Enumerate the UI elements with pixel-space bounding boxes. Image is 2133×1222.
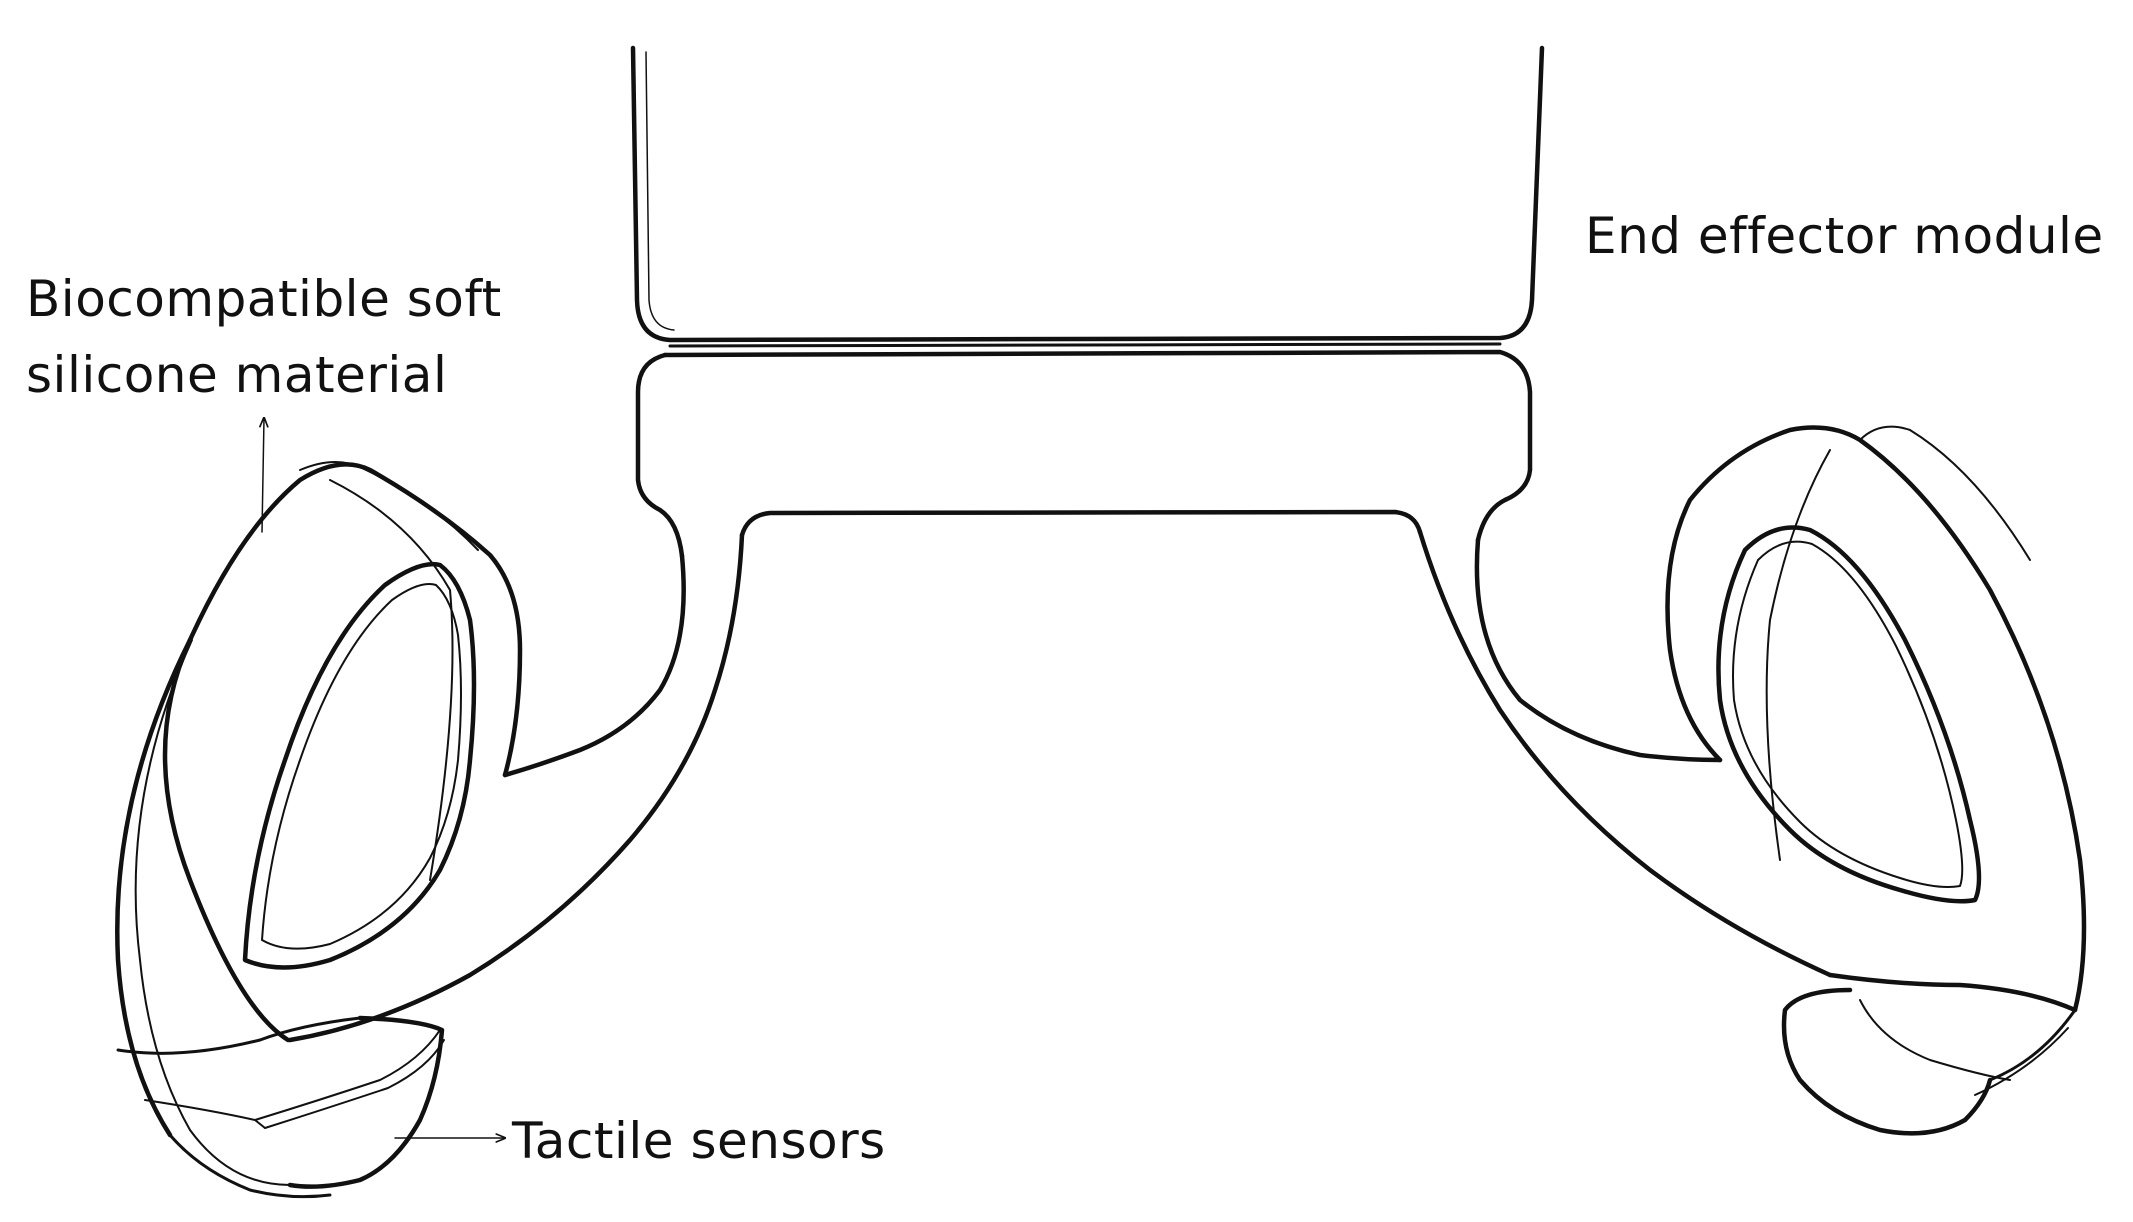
tactile-sensors-label: Tactile sensors: [512, 1112, 886, 1170]
biocompatible-leader-arrow: [262, 418, 264, 533]
biocompatible-label-line2: silicone material: [26, 346, 448, 404]
coupling-plate: [635, 342, 1533, 559]
end-effector-module-label: End effector module: [1585, 207, 2104, 265]
leader-lines: [262, 418, 505, 1138]
end-effector-upper-block: [630, 45, 1545, 343]
left-finger: [115, 460, 523, 1199]
finger-bridge: [287, 509, 1833, 1043]
right-finger: [1665, 425, 2087, 1136]
biocompatible-label-line1: Biocompatible soft: [26, 270, 502, 328]
